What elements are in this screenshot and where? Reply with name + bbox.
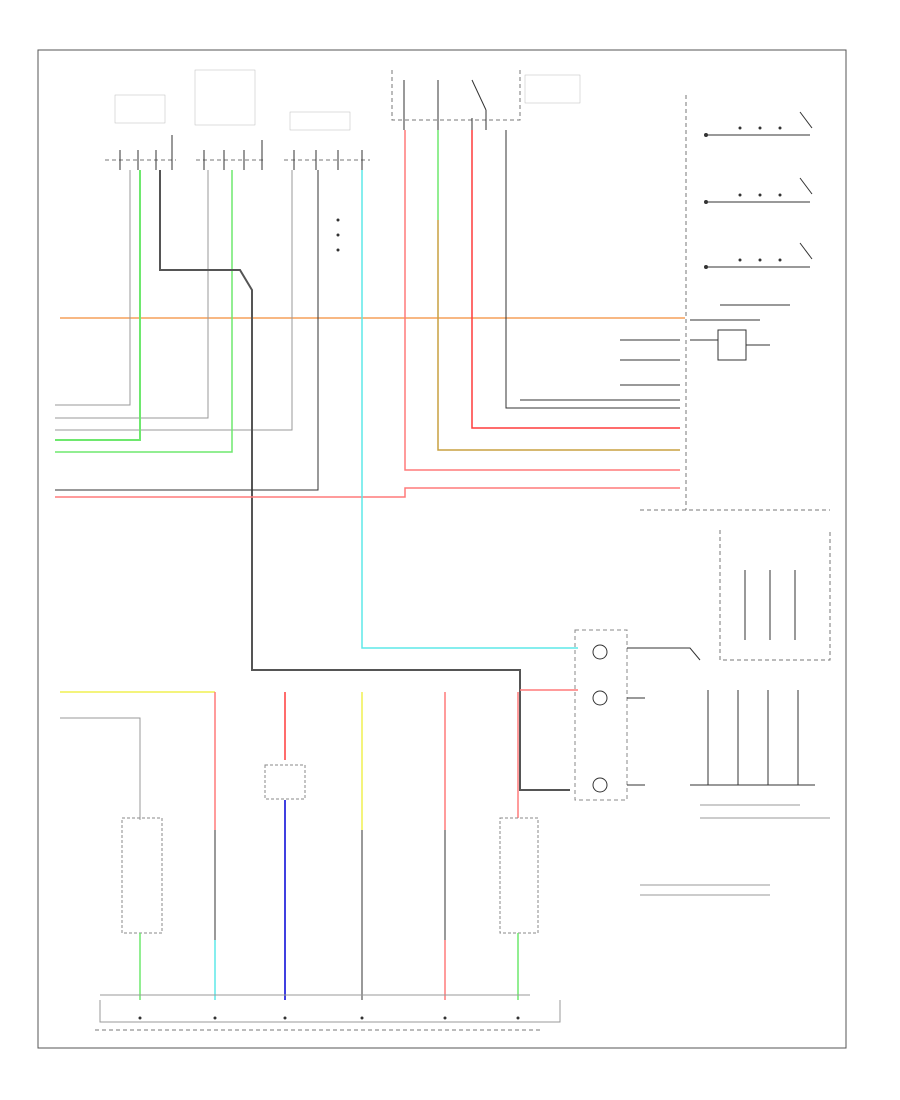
- wire-green-olive: [437, 130, 680, 451]
- diagram-frame: [37, 49, 847, 1049]
- switch-row-2: [704, 177, 813, 204]
- wire-thin-lower: [60, 717, 141, 820]
- right-switch-stack: [685, 95, 813, 510]
- switch-row-1: [704, 111, 813, 137]
- connector-group-mid-left: [194, 69, 266, 170]
- wire-pink-lower: [55, 487, 680, 498]
- legend-block: [640, 804, 830, 896]
- connector-group-left: [105, 94, 176, 170]
- switch-contact-icon: [799, 177, 813, 195]
- wire-red-verticals: [404, 130, 680, 471]
- switch-contact-icon: [471, 79, 487, 111]
- switch-contact-icon: [799, 242, 813, 260]
- switch-contact-icon: [799, 111, 813, 129]
- wire-set-left-thin: [55, 170, 293, 431]
- wire-dark-main: [55, 170, 570, 791]
- relay-box: [717, 329, 747, 361]
- ground-bus: [99, 994, 561, 1023]
- column-6: [499, 692, 539, 1000]
- wire-cyan: [361, 170, 578, 649]
- connector-group-mid: [284, 111, 370, 170]
- module-label-dots: [336, 218, 340, 252]
- switch-row-3: [704, 242, 813, 269]
- top-switch-assembly: [391, 70, 581, 130]
- steering-switch-assembly: [574, 530, 831, 801]
- wire-green: [55, 170, 233, 453]
- wire-dark-right: [505, 130, 680, 409]
- column-3: [264, 692, 306, 1000]
- column-1: [121, 817, 163, 1000]
